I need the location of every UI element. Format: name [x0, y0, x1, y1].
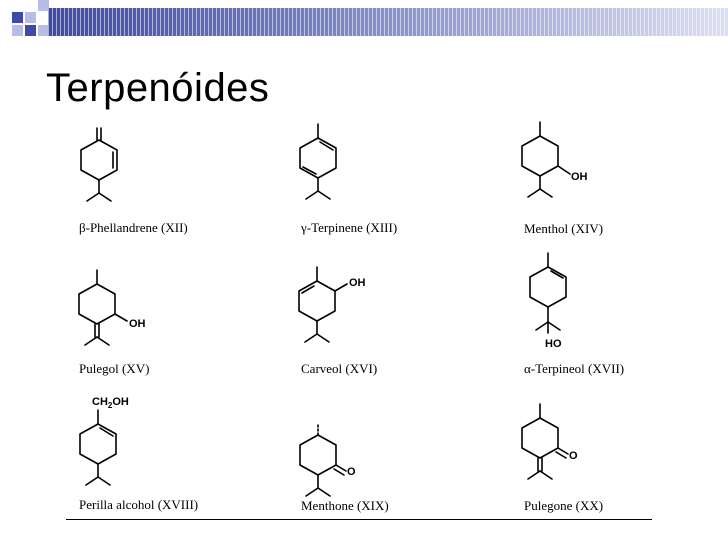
compound-name-perilla-alcohol: Perilla alcohol (XVIII) — [79, 497, 199, 512]
compound-name-pulegol: Pulegol (XV) — [79, 361, 150, 376]
compound-name-alpha-terpineol: α-Terpineol (XVII) — [524, 361, 625, 376]
compound-name-beta-phellandrene: β-Phellandrene (XII) — [79, 220, 188, 235]
pulegol-oh-label: OH — [129, 318, 146, 330]
perilla-ch2oh-label: CH2OH — [92, 396, 129, 411]
deco-square — [25, 12, 36, 23]
structure-menthone — [299, 424, 347, 497]
compound-name-menthol: Menthol (XIV) — [524, 221, 604, 236]
structure-gamma-terpinene — [299, 123, 337, 200]
decorative-squares — [0, 0, 60, 50]
menthone-o-label: O — [347, 466, 356, 478]
structure-menthol — [521, 121, 571, 198]
deco-square — [25, 25, 36, 36]
structure-alpha-terpineol — [529, 252, 567, 334]
menthol-oh-label: OH — [571, 171, 588, 183]
compound-name-carveol: Carveol (XVI) — [301, 361, 378, 376]
deco-square — [12, 12, 23, 23]
bottom-rule — [66, 519, 652, 520]
compound-name-pulegone: Pulegone (XX) — [524, 498, 604, 513]
structure-pulegone — [521, 403, 569, 480]
slide-title: Terpenóides — [46, 66, 270, 110]
deco-square — [38, 0, 49, 11]
header-gradient-bar — [48, 8, 728, 36]
compound-name-gamma-terpinene: γ-Terpinene (XIII) — [301, 220, 398, 235]
compound-name-menthone: Menthone (XIX) — [301, 498, 389, 513]
deco-square — [12, 25, 23, 36]
structure-perilla-alcohol — [79, 409, 117, 486]
structure-pulegol — [78, 269, 128, 346]
carveol-oh-label: OH — [349, 277, 366, 289]
deco-square — [38, 25, 49, 36]
terpineol-ho-label: HO — [545, 338, 562, 350]
pulegone-o-label: O — [569, 450, 578, 462]
structure-carveol — [298, 266, 348, 343]
structure-beta-phellandrene — [80, 127, 118, 202]
